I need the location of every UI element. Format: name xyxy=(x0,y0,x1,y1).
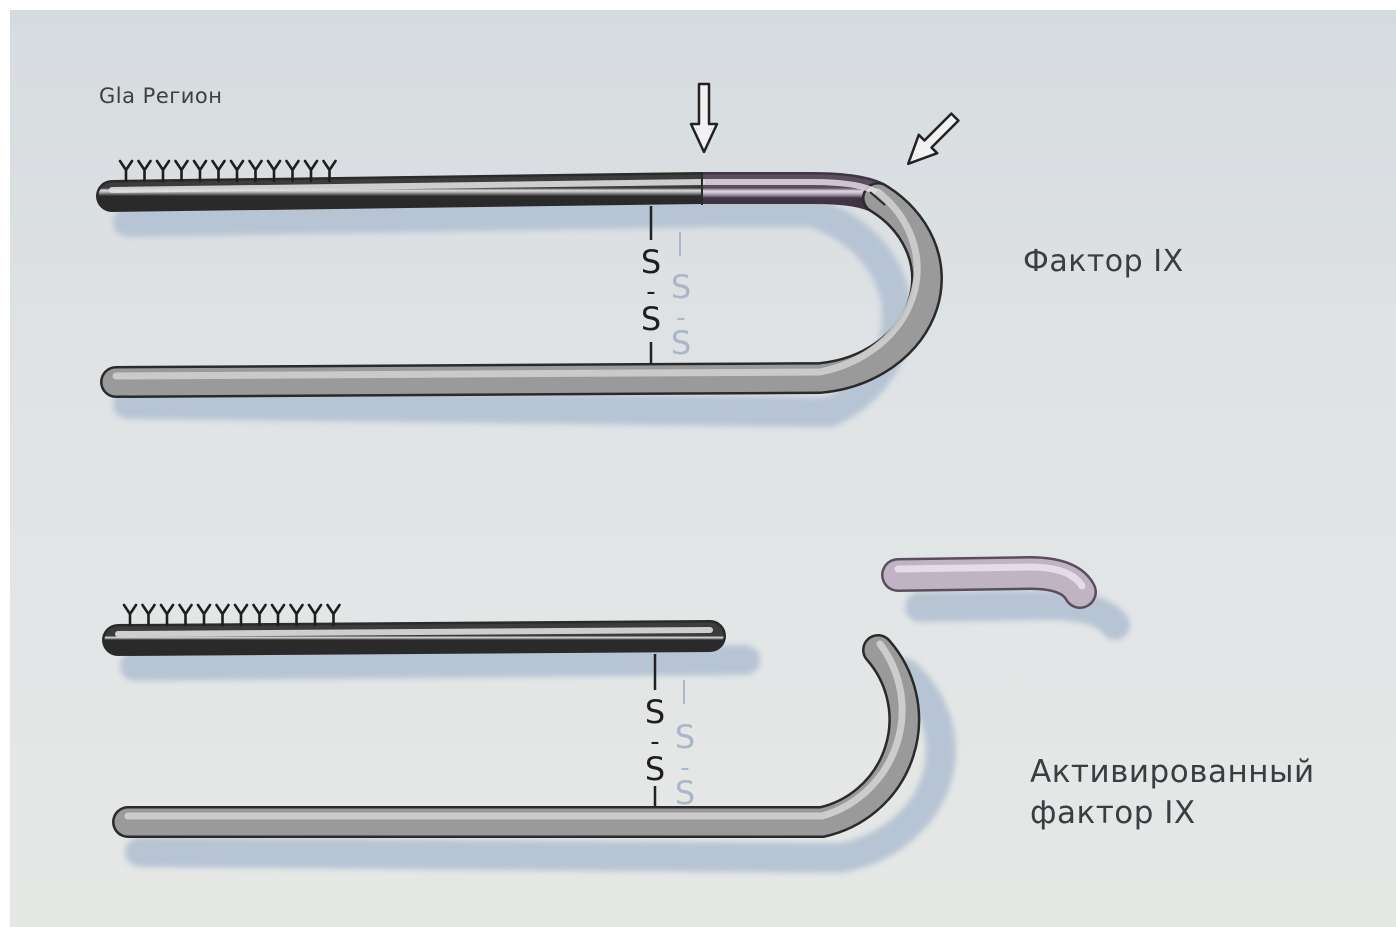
gla-residue-icon xyxy=(194,161,206,181)
gla-residue-icon xyxy=(309,605,321,625)
gla-residue-icon xyxy=(143,605,155,625)
gla-residue-icon xyxy=(291,605,303,625)
sulfur-label: S xyxy=(641,300,661,338)
sulfur-shadow: S xyxy=(675,718,695,756)
sulfur-shadow: S xyxy=(675,774,695,812)
cleavage-arrow-icon xyxy=(691,84,717,152)
gla-residue-icon xyxy=(231,161,243,181)
sulfur-label: S xyxy=(641,243,661,281)
gla-residue-icon xyxy=(235,605,247,625)
gla-residue-icon xyxy=(180,605,192,625)
gla-residue-icon xyxy=(213,161,225,181)
gla-residues-bottom xyxy=(124,605,340,625)
gla-region-label: Gla Регион xyxy=(99,84,223,108)
disulfide-bond-top: S - S S - S xyxy=(641,206,691,364)
sulfur-shadow: S xyxy=(671,268,691,306)
gla-residue-icon xyxy=(139,161,151,181)
activated-label-line-1: Активированный xyxy=(1030,752,1315,793)
gla-residue-icon xyxy=(198,605,210,625)
gla-residue-icon xyxy=(176,161,188,181)
activated-label-line-2: фактор IX xyxy=(1030,793,1315,834)
activated-factor-ix-molecule: S - S S - S xyxy=(118,567,1115,858)
activated-factor-ix-label: Активированный фактор IX xyxy=(1030,752,1315,834)
gla-residue-icon xyxy=(254,605,266,625)
disulfide-bond-bottom: S - S S - S xyxy=(645,654,695,812)
sulfur-shadow: S xyxy=(671,324,691,362)
cleavage-arrow-icon xyxy=(899,108,964,173)
gla-residue-icon xyxy=(157,161,169,181)
gla-residue-icon xyxy=(120,161,132,181)
factor-ix-molecule: S - S S - S xyxy=(112,84,964,412)
factor-ix-label: Фактор IX xyxy=(1023,244,1184,279)
sulfur-label: S xyxy=(645,693,665,731)
gla-residue-icon xyxy=(217,605,229,625)
gla-residue-icon xyxy=(272,605,284,625)
sulfur-label: S xyxy=(645,750,665,788)
gla-residue-icon xyxy=(124,605,136,625)
gla-residue-icon xyxy=(161,605,173,625)
gla-residue-icon xyxy=(328,605,340,625)
